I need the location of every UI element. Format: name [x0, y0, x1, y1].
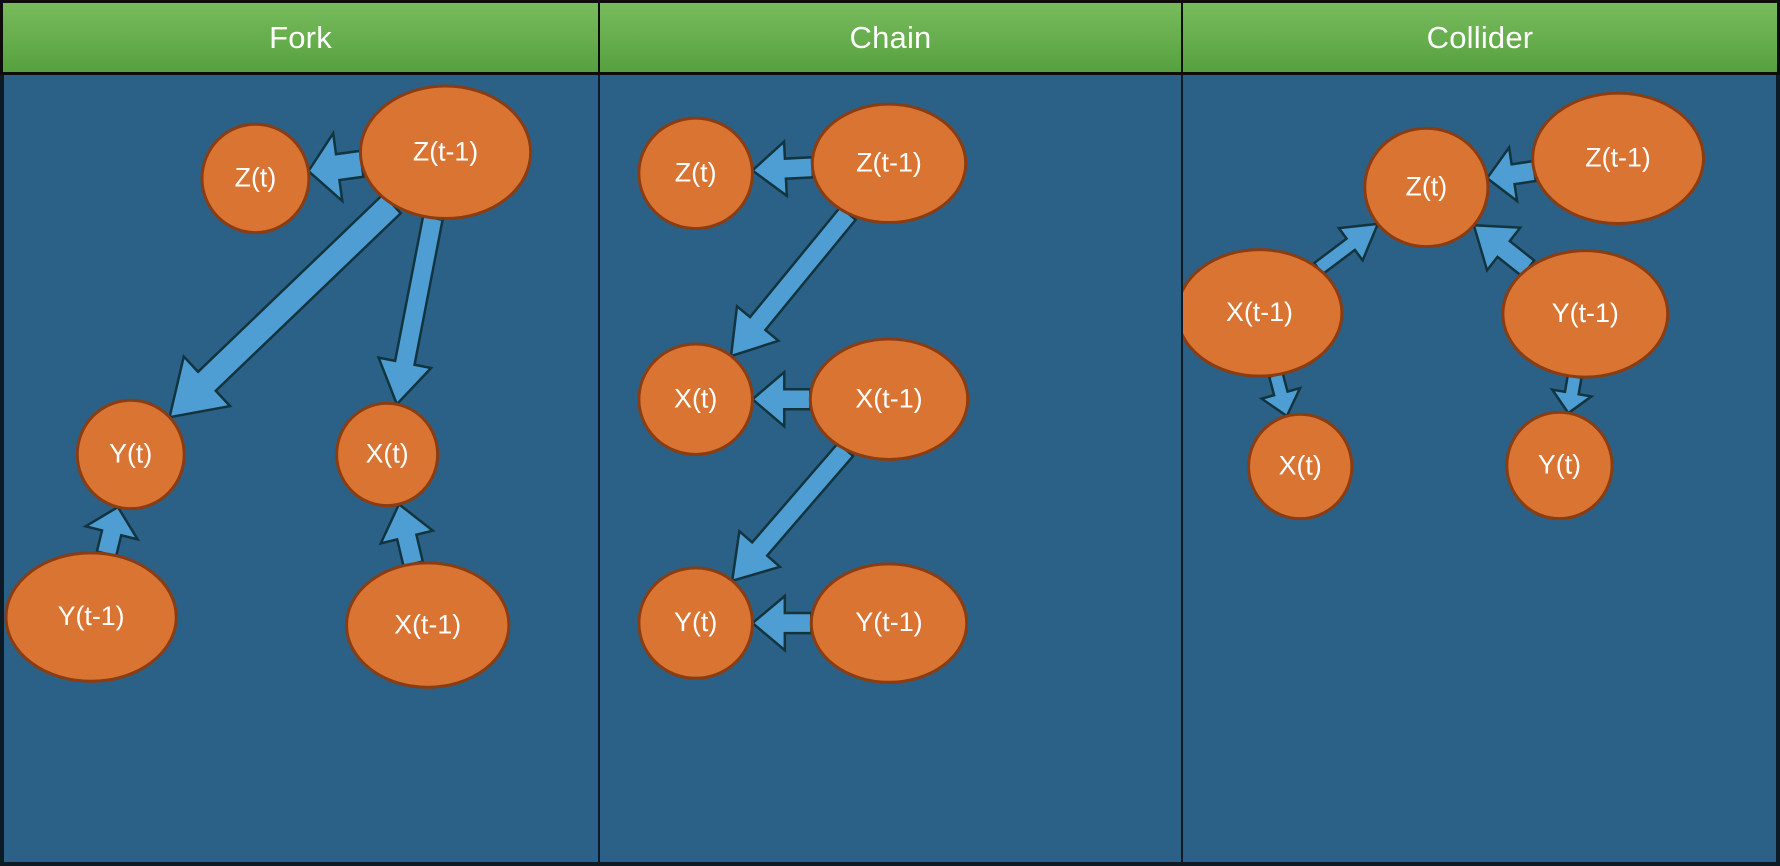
graph-node[interactable]: X(t) [1247, 412, 1354, 521]
node-shape-chain-ztm1 [810, 102, 968, 225]
panel-title-chain: Chain [849, 20, 932, 55]
panel-header-fork: Fork [0, 0, 600, 75]
graph-node[interactable]: Y(t-1) [4, 551, 178, 683]
graph-node[interactable]: Z(t) [1363, 126, 1490, 249]
edge-arrow-col-xtm1-to-col-zt [1312, 222, 1380, 277]
edge-arrow-fork-ytm1-to-fork-yt [82, 505, 141, 558]
node-shape-chain-zt [637, 116, 754, 231]
panel-fork: Fork Z(t) Z(t-1) Y(t) X(t) Y(t-1) X(t-1) [0, 0, 600, 866]
edge-layer [729, 138, 858, 653]
graph-chain: Z(t) Z(t-1) X(t) X(t-1) Y(t) Y(t-1) [637, 102, 970, 684]
node-label-chain-zt: Z(t) [675, 157, 717, 187]
node-shape-col-ztm1 [1531, 91, 1705, 226]
graph-node[interactable]: Y(t) [1505, 410, 1614, 521]
node-label-col-zt: Z(t) [1406, 171, 1448, 201]
edge-arrow-chain-xtm1-to-chain-xt [750, 369, 812, 430]
node-shape-fork-ytm1 [4, 551, 178, 683]
graph-node[interactable]: X(t-1) [1183, 248, 1344, 378]
node-shape-col-ytm1 [1501, 249, 1670, 379]
panel-body-fork: Z(t) Z(t-1) Y(t) X(t) Y(t-1) X(t-1) [0, 75, 600, 866]
edge-arrow-fork-xtm1-to-fork-xt [378, 502, 436, 568]
edge-arrow-fork-ztm1-to-fork-yt [167, 192, 403, 419]
graph-node[interactable]: Z(t) [637, 116, 754, 231]
node-label-col-ytm1: Y(t-1) [1552, 298, 1619, 328]
node-label-fork-zt: Z(t) [235, 162, 277, 192]
node-layer: Z(t) Z(t-1) X(t) X(t-1) Y(t) Y(t-1) [637, 102, 970, 684]
node-label-chain-xtm1: X(t-1) [855, 383, 922, 413]
node-label-col-xt: X(t) [1279, 451, 1322, 481]
node-shape-fork-zt [200, 122, 311, 235]
graph-node[interactable]: Y(t) [637, 566, 754, 680]
edge-arrow-fork-ztm1-to-fork-xt [376, 214, 445, 407]
panel-title-fork: Fork [269, 20, 332, 55]
node-label-fork-ztm1: Z(t-1) [413, 136, 478, 166]
graph-node[interactable]: Z(t) [200, 122, 311, 235]
node-shape-col-yt [1505, 410, 1614, 521]
graph-node[interactable]: X(t) [335, 401, 440, 508]
node-label-fork-xt: X(t) [366, 438, 409, 468]
edge-arrow-col-ytm1-to-col-yt [1549, 373, 1595, 415]
graph-fork: Z(t) Z(t-1) Y(t) X(t) Y(t-1) X(t-1) [4, 84, 533, 689]
graph-node[interactable]: Y(t) [75, 398, 186, 511]
graph-node[interactable]: Z(t-1) [810, 102, 968, 225]
graph-node[interactable]: Z(t-1) [358, 84, 533, 221]
node-label-col-ztm1: Z(t-1) [1585, 142, 1651, 172]
node-layer: Z(t) Z(t-1) Y(t) X(t) Y(t-1) X(t-1) [4, 84, 533, 689]
node-shape-chain-xt [637, 342, 754, 456]
node-shape-chain-xtm1 [808, 337, 970, 461]
edge-arrow-col-ytm1-to-col-zt [1472, 223, 1536, 279]
node-shape-chain-yt [637, 566, 754, 680]
edge-layer [1258, 144, 1595, 418]
node-shape-fork-ztm1 [358, 84, 533, 221]
node-shape-chain-ytm1 [809, 562, 969, 684]
node-shape-fork-xtm1 [345, 561, 511, 689]
node-label-fork-yt: Y(t) [109, 438, 152, 468]
graph-node[interactable]: X(t-1) [345, 561, 511, 689]
graph-node[interactable]: X(t-1) [808, 337, 970, 461]
graph-collider: Z(t) Z(t-1) X(t-1) Y(t-1) X(t) Y(t) [1183, 91, 1705, 521]
panel-collider: Collider Z(t) Z(t-1) X(t-1) Y(t-1) X(t) Y(t) [1183, 0, 1780, 866]
node-shape-fork-yt [75, 398, 186, 511]
node-shape-col-xtm1 [1183, 248, 1344, 378]
panel-chain: Chain Z(t) Z(t-1) X(t) X(t-1) Y(t) Y(t-1) [600, 0, 1183, 866]
node-label-chain-yt: Y(t) [674, 607, 717, 637]
panel-header-chain: Chain [600, 0, 1183, 75]
edge-arrow-col-ztm1-to-col-zt [1485, 144, 1538, 204]
edge-arrow-fork-ztm1-to-fork-zt [306, 129, 365, 205]
node-label-col-xtm1: X(t-1) [1226, 297, 1293, 327]
node-label-chain-ztm1: Z(t-1) [856, 147, 922, 177]
panel-body-collider: Z(t) Z(t-1) X(t-1) Y(t-1) X(t) Y(t) [1183, 75, 1780, 866]
node-shape-col-xt [1247, 412, 1354, 521]
panel-body-chain: Z(t) Z(t-1) X(t) X(t-1) Y(t) Y(t-1) [600, 75, 1183, 866]
node-label-fork-xtm1: X(t-1) [394, 609, 461, 639]
edge-arrow-chain-ytm1-to-chain-yt [750, 593, 813, 653]
graph-node[interactable]: Y(t-1) [1501, 249, 1670, 379]
edge-arrow-chain-ztm1-to-chain-zt [750, 138, 815, 199]
edge-arrow-col-xtm1-to-col-xt [1258, 371, 1303, 418]
panel-title-collider: Collider [1426, 20, 1534, 55]
panel-header-collider: Collider [1183, 0, 1780, 75]
edge-arrow-chain-ztm1-to-chain-xt [729, 205, 858, 358]
node-label-fork-ytm1: Y(t-1) [58, 601, 125, 631]
node-shape-col-zt [1363, 126, 1490, 249]
node-label-chain-xt: X(t) [674, 383, 717, 413]
graph-node[interactable]: X(t) [637, 342, 754, 456]
node-shape-fork-xt [335, 401, 440, 508]
edge-arrow-chain-xtm1-to-chain-yt [730, 441, 855, 583]
node-label-col-yt: Y(t) [1538, 450, 1581, 480]
graph-node[interactable]: Y(t-1) [809, 562, 969, 684]
graph-node[interactable]: Z(t-1) [1531, 91, 1705, 226]
node-label-chain-ytm1: Y(t-1) [855, 607, 922, 637]
edge-layer [82, 129, 445, 568]
node-layer: Z(t) Z(t-1) X(t-1) Y(t-1) X(t) Y(t) [1183, 91, 1705, 521]
